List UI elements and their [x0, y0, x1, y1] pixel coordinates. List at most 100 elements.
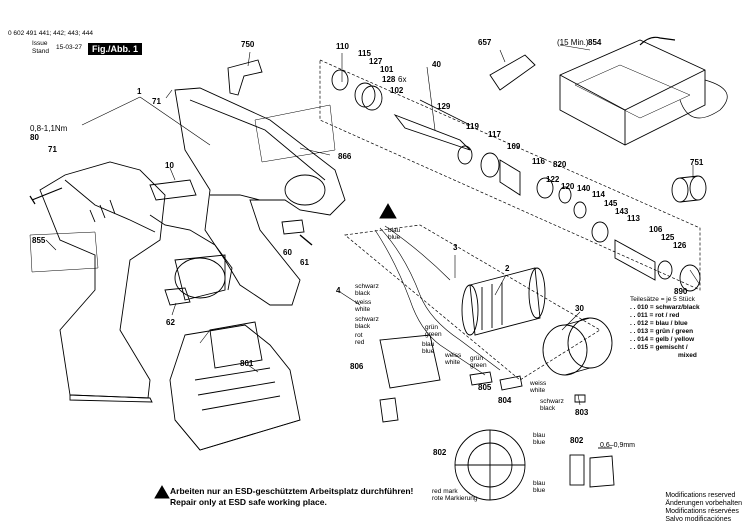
- part-117: 117: [488, 130, 501, 139]
- part-114: 114: [592, 190, 605, 199]
- legend-row: . . 010 = schwarz/black: [630, 304, 700, 311]
- part-804: 804: [498, 396, 512, 405]
- part-128-qty: 6x: [398, 75, 407, 84]
- connector-803: [574, 394, 586, 403]
- gap-spec: 0,6–0,9mm: [600, 442, 636, 449]
- label-855: [29, 231, 99, 273]
- legend-row: . . 011 = rot / red: [630, 312, 680, 319]
- part-803: 803: [575, 408, 589, 417]
- bushing-751: [671, 175, 707, 203]
- legend-row: . . 013 = grün / green: [630, 328, 694, 335]
- part-145: 145: [604, 199, 618, 208]
- part-4: 4: [336, 286, 341, 295]
- part-801: 801: [240, 359, 254, 368]
- torque-spec: 0,8-1,1Nm: [30, 124, 68, 133]
- part-127: 127: [369, 57, 383, 66]
- part-122: 122: [546, 175, 560, 184]
- footer-warning-triangle: [154, 485, 170, 499]
- part-10: 10: [165, 161, 174, 170]
- figure-label: Fig./Abb. 1: [88, 43, 142, 55]
- part-110: 110: [336, 42, 349, 51]
- label-866: [254, 104, 336, 163]
- part-802-side: 802: [570, 436, 584, 445]
- part-750: 750: [241, 40, 255, 49]
- detail-802-side: [569, 447, 615, 488]
- part-101: 101: [380, 65, 394, 74]
- part-805: 805: [478, 383, 492, 392]
- connector-805: [469, 371, 493, 386]
- part-3: 3: [453, 243, 458, 252]
- part-109: 109: [507, 142, 521, 151]
- part-113: 113: [627, 214, 640, 223]
- esd-warning-triangle: [379, 203, 397, 219]
- part-40: 40: [432, 60, 441, 69]
- part-2: 2: [505, 264, 510, 273]
- housing-right-half: [174, 87, 346, 306]
- part-71-top: 71: [152, 97, 161, 106]
- part-890: 890: [674, 287, 688, 296]
- legend-row: . . 012 = blau / blue: [630, 320, 688, 327]
- screw-80: [29, 187, 63, 205]
- gear-30: [542, 317, 613, 376]
- part-751: 751: [690, 158, 704, 167]
- battery-pack-801: [169, 321, 301, 451]
- product-code: 0 602 491 441; 442; 443; 444: [8, 30, 93, 37]
- legend-row: mixed: [678, 352, 697, 359]
- part-115: 115: [358, 49, 371, 58]
- part-140: 140: [577, 184, 591, 193]
- part-116: 116: [532, 157, 545, 166]
- switch-806: [379, 334, 441, 423]
- part-102: 102: [390, 86, 404, 95]
- part-120: 120: [561, 182, 575, 191]
- part-854: 854: [588, 38, 602, 47]
- esd-warning-de: Arbeiten nur an ESD-geschütztem Arbeitsp…: [170, 486, 414, 496]
- legend-row: . . 015 = gemischt /: [630, 344, 688, 351]
- part-1: 1: [137, 87, 142, 96]
- key-657: [489, 54, 536, 91]
- parts-set-legend: Teilesätze = je 5 Stück . . 010 = schwar…: [630, 296, 700, 360]
- motor-frame: [344, 224, 601, 381]
- part-60: [281, 219, 305, 235]
- housing-left-half: [39, 161, 233, 403]
- top-assembly-frame: [319, 59, 701, 291]
- clip-750: [227, 59, 263, 96]
- charger-854: [559, 36, 728, 146]
- part-126: 126: [673, 241, 687, 250]
- modifications-notice: Modifications reserved Änderungen vorbeh…: [665, 492, 742, 523]
- part-806: 806: [350, 362, 364, 371]
- issue-date: 15-03-27: [56, 44, 83, 51]
- part-820: 820: [553, 160, 567, 169]
- charge-time: (15 Min.): [557, 38, 589, 47]
- esd-warning-en: Repair only at ESD safe working place.: [170, 497, 327, 507]
- part-802-circle: 802: [433, 448, 447, 457]
- spindle-assembly: [331, 69, 701, 292]
- legend-row: . . 014 = gelb / yellow: [630, 336, 695, 343]
- part-119: 119: [466, 122, 479, 131]
- part-80: 80: [30, 133, 39, 142]
- issue-label: Issue: [32, 40, 48, 47]
- detail-802-circle: [454, 429, 526, 501]
- part-125: 125: [661, 233, 675, 242]
- part-60: 60: [283, 248, 292, 257]
- part-61: 61: [300, 258, 309, 267]
- part-30: 30: [575, 304, 584, 313]
- part-62: [164, 287, 191, 306]
- motor-2: [461, 267, 546, 336]
- part-657: 657: [478, 38, 492, 47]
- part-71-left: 71: [48, 145, 57, 154]
